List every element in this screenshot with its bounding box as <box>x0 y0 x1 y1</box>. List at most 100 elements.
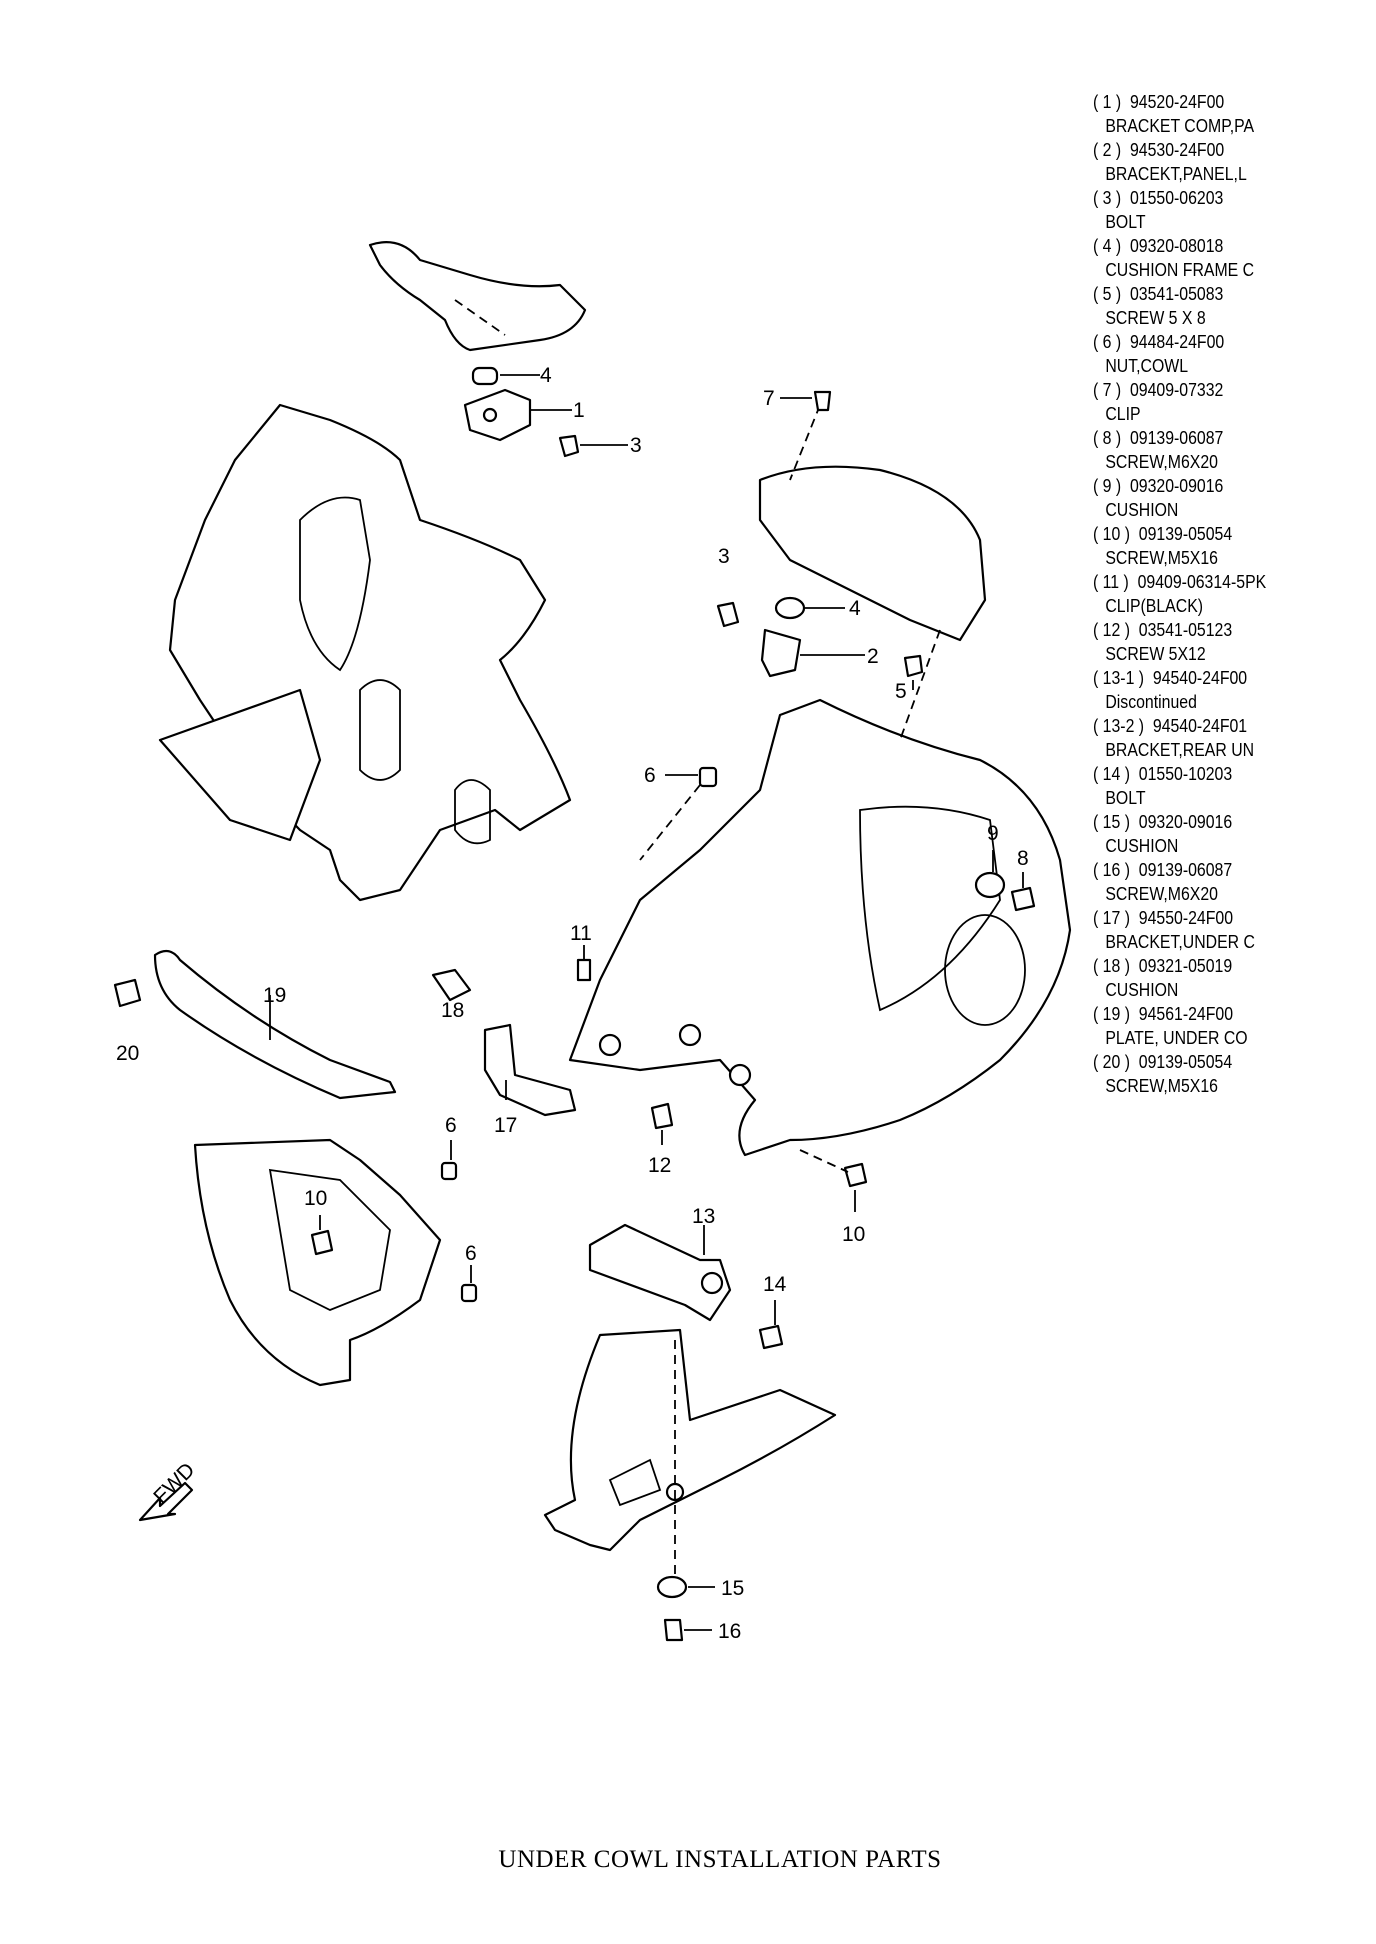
part-name: CUSHION <box>1105 836 1179 856</box>
diagram-title: UNDER COWL INSTALLATION PARTS <box>498 1846 942 1873</box>
part-name: SCREW,M6X20 <box>1105 452 1219 472</box>
nut-cowl-6-side <box>460 1283 478 1303</box>
part-number: 01550-06203 <box>1129 188 1224 208</box>
part-name: CLIP <box>1105 404 1141 424</box>
cushion-frame-4-mid <box>774 596 806 620</box>
forward-arrow-icon: FWD <box>138 1458 199 1522</box>
part-ref-line: ( 14 ) 01550-10203 <box>1093 762 1331 786</box>
part-ref: ( 7 ) <box>1093 380 1122 400</box>
under-cowl <box>543 1328 837 1552</box>
part-ref-line: ( 17 ) 94550-24F00 <box>1093 906 1331 930</box>
part-name: BRACEKT,PANEL,L <box>1105 164 1247 184</box>
callout: 3 <box>718 545 730 568</box>
part-ref-line: ( 10 ) 09139-05054 <box>1093 522 1331 546</box>
bolt-14 <box>758 1324 784 1350</box>
part-name: SCREW,M5X16 <box>1105 548 1219 568</box>
callout: 3 <box>630 434 642 457</box>
callout: 1 <box>573 399 585 422</box>
part-ref: ( 2 ) <box>1093 140 1122 160</box>
plate-under-cowl-19 <box>153 949 397 1100</box>
cushion-18 <box>431 968 472 1002</box>
callout: 19 <box>263 984 286 1007</box>
bracket-comp-1 <box>463 388 532 442</box>
bracket-under-cowl-17 <box>483 1023 577 1117</box>
nut-cowl-6-lower <box>440 1161 458 1181</box>
part-number: 94540-24F01 <box>1152 716 1248 736</box>
part-ref-line: ( 18 ) 09321-05019 <box>1093 954 1331 978</box>
callout: 6 <box>465 1242 477 1265</box>
part-ref: ( 3 ) <box>1093 188 1122 208</box>
screw-5 <box>903 654 924 678</box>
part-name: CUSHION <box>1105 500 1179 520</box>
part-ref-line: ( 9 ) 09320-09016 <box>1093 474 1331 498</box>
part-name: BRACKET COMP,PA <box>1105 116 1255 136</box>
part-number: 94484-24F00 <box>1129 332 1225 352</box>
part-ref: ( 14 ) <box>1093 764 1130 784</box>
lower-side-panel <box>193 1138 442 1387</box>
screw-20 <box>113 978 142 1008</box>
part-ref-line: ( 8 ) 09139-06087 <box>1093 426 1331 450</box>
left-cowl <box>168 403 572 902</box>
screw-10-right <box>843 1162 868 1188</box>
clip-7 <box>813 390 832 412</box>
bolt-3 <box>716 601 740 628</box>
callout: 6 <box>644 764 656 787</box>
callout: 4 <box>540 364 552 387</box>
callout: 14 <box>763 1273 787 1296</box>
part-number: 94540-24F00 <box>1152 668 1248 688</box>
part-number: 09409-06314-5PK <box>1137 572 1267 592</box>
part-number: 01550-10203 <box>1138 764 1233 784</box>
part-name: BOLT <box>1105 788 1146 808</box>
callout: 13 <box>692 1205 715 1228</box>
cushion-frame-4 <box>471 366 499 386</box>
part-name: Discontinued <box>1105 692 1197 712</box>
callout: 2 <box>867 645 879 668</box>
upper-panel-bracket <box>368 241 587 352</box>
part-ref: ( 11 ) <box>1093 572 1129 592</box>
right-upper-cowl <box>758 465 987 642</box>
part-ref: ( 4 ) <box>1093 236 1122 256</box>
part-name: SCREW,M5X16 <box>1105 1076 1219 1096</box>
part-name: SCREW 5X12 <box>1105 644 1206 664</box>
part-ref-line: ( 4 ) 09320-08018 <box>1093 234 1331 258</box>
callout: 10 <box>304 1187 327 1210</box>
bolt-3-top <box>558 434 580 458</box>
part-name: CLIP(BLACK) <box>1105 596 1204 616</box>
callout: 10 <box>842 1223 865 1246</box>
bracket-panel-2 <box>760 628 802 678</box>
part-number: 03541-05123 <box>1138 620 1233 640</box>
part-ref-line: ( 12 ) 03541-05123 <box>1093 618 1331 642</box>
cushion-15 <box>656 1575 688 1599</box>
part-number: 09139-06087 <box>1129 428 1224 448</box>
part-name: PLATE, UNDER CO <box>1105 1028 1248 1048</box>
part-name: BRACKET,REAR UN <box>1105 740 1255 760</box>
cushion-9 <box>974 871 1006 899</box>
callout: 15 <box>721 1577 744 1600</box>
part-number: 94530-24F00 <box>1129 140 1225 160</box>
part-ref-line: ( 20 ) 09139-05054 <box>1093 1050 1331 1074</box>
part-number: 94550-24F00 <box>1138 908 1234 928</box>
part-number: 03541-05083 <box>1129 284 1224 304</box>
part-ref: ( 1 ) <box>1093 92 1122 112</box>
callout: 17 <box>494 1114 517 1137</box>
bracket-rear-under-13 <box>588 1223 732 1322</box>
callout: 18 <box>441 999 464 1022</box>
part-number: 94561-24F00 <box>1138 1004 1234 1024</box>
part-ref: ( 13-1 ) <box>1093 668 1145 688</box>
part-number: 09409-07332 <box>1129 380 1224 400</box>
part-name: NUT,COWL <box>1105 356 1189 376</box>
part-ref: ( 13-2 ) <box>1093 716 1145 736</box>
screw-12 <box>650 1102 674 1130</box>
